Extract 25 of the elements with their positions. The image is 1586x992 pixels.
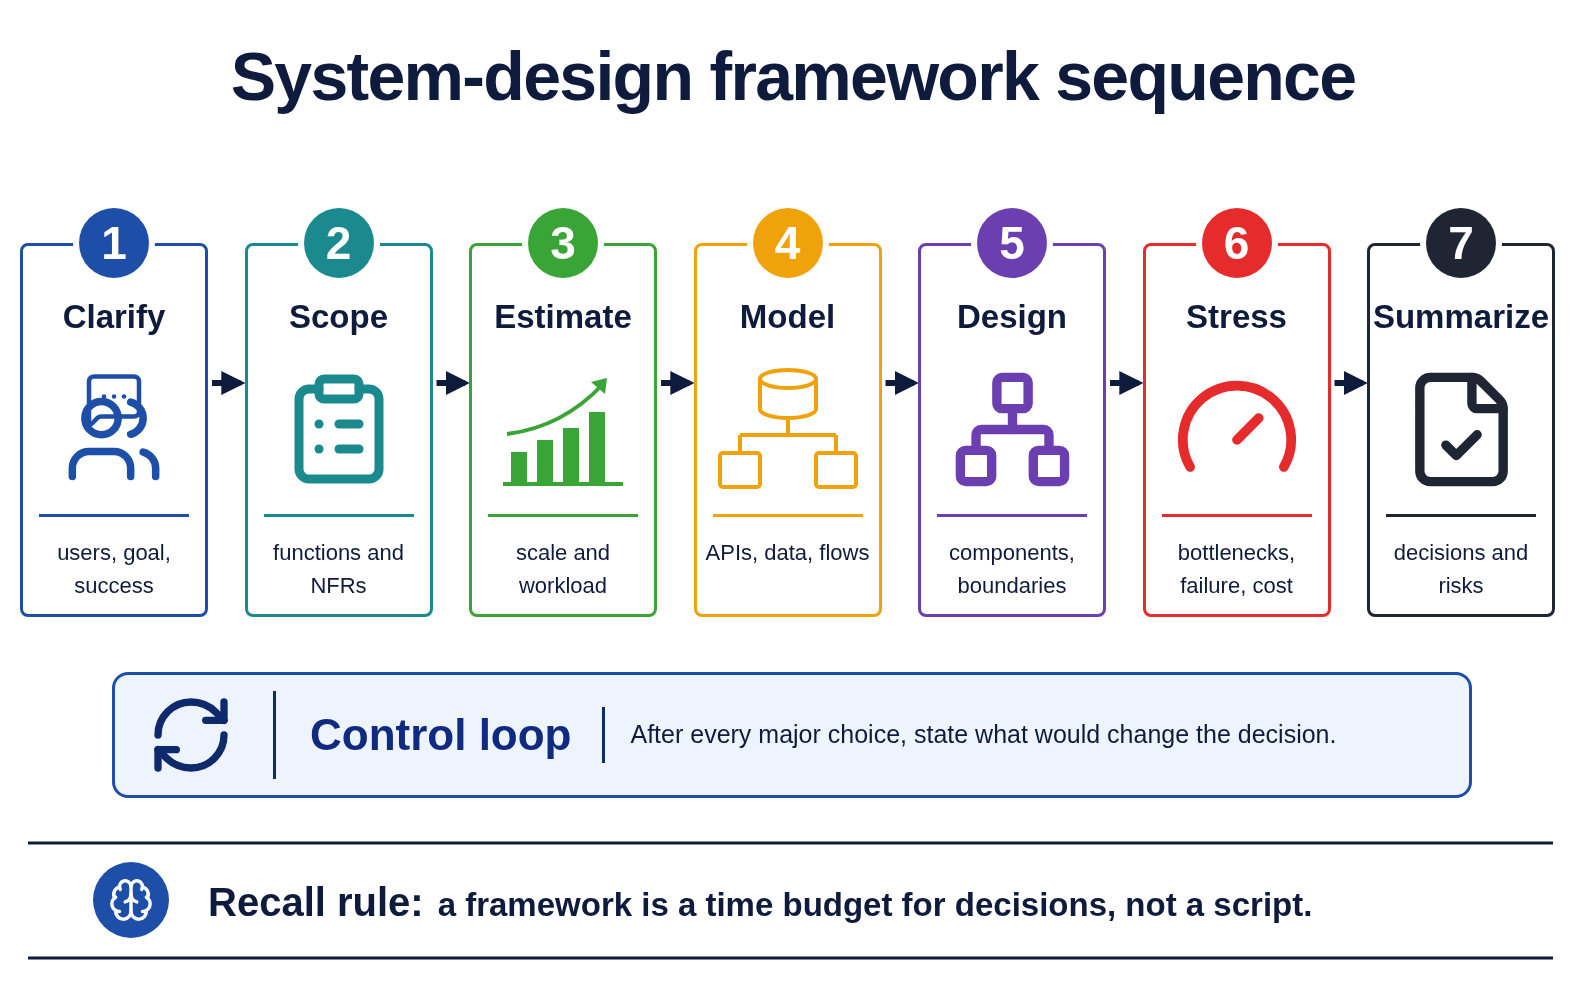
step-description: users, goal, success (56, 539, 172, 600)
step-title: Clarify (62, 300, 166, 333)
step-title: Estimate (494, 300, 632, 333)
rule-text: a framework is a time budget for decisions, not a script. (437, 885, 1313, 925)
step-title: Scope (288, 300, 388, 333)
step-description: bottlenecks, failure, cost (1176, 539, 1297, 600)
step-description: functions and NFRs (272, 539, 405, 600)
control-loop-panel (112, 672, 1472, 798)
arrow (1334, 371, 1368, 395)
step-title: Design (957, 300, 1067, 333)
step-description: scale and workload (514, 539, 612, 600)
step-title: Summarize (1372, 300, 1550, 333)
step-description: components, boundaries (948, 539, 1076, 600)
step-title: Stress (1186, 300, 1287, 333)
rule-heading: Recall rule: (208, 879, 424, 926)
arrow (1110, 371, 1144, 395)
step-description: APIs, data, flows (704, 539, 871, 567)
panel-text: After every major choice, state what would change the decision. (630, 719, 1337, 751)
arrow (661, 371, 695, 395)
arrow (436, 371, 470, 395)
step-description: decisions and risks (1392, 539, 1530, 600)
step-title: Model (739, 300, 836, 333)
panel-heading: Control loop (310, 709, 572, 761)
arrow (212, 371, 246, 395)
arrow (885, 371, 919, 395)
